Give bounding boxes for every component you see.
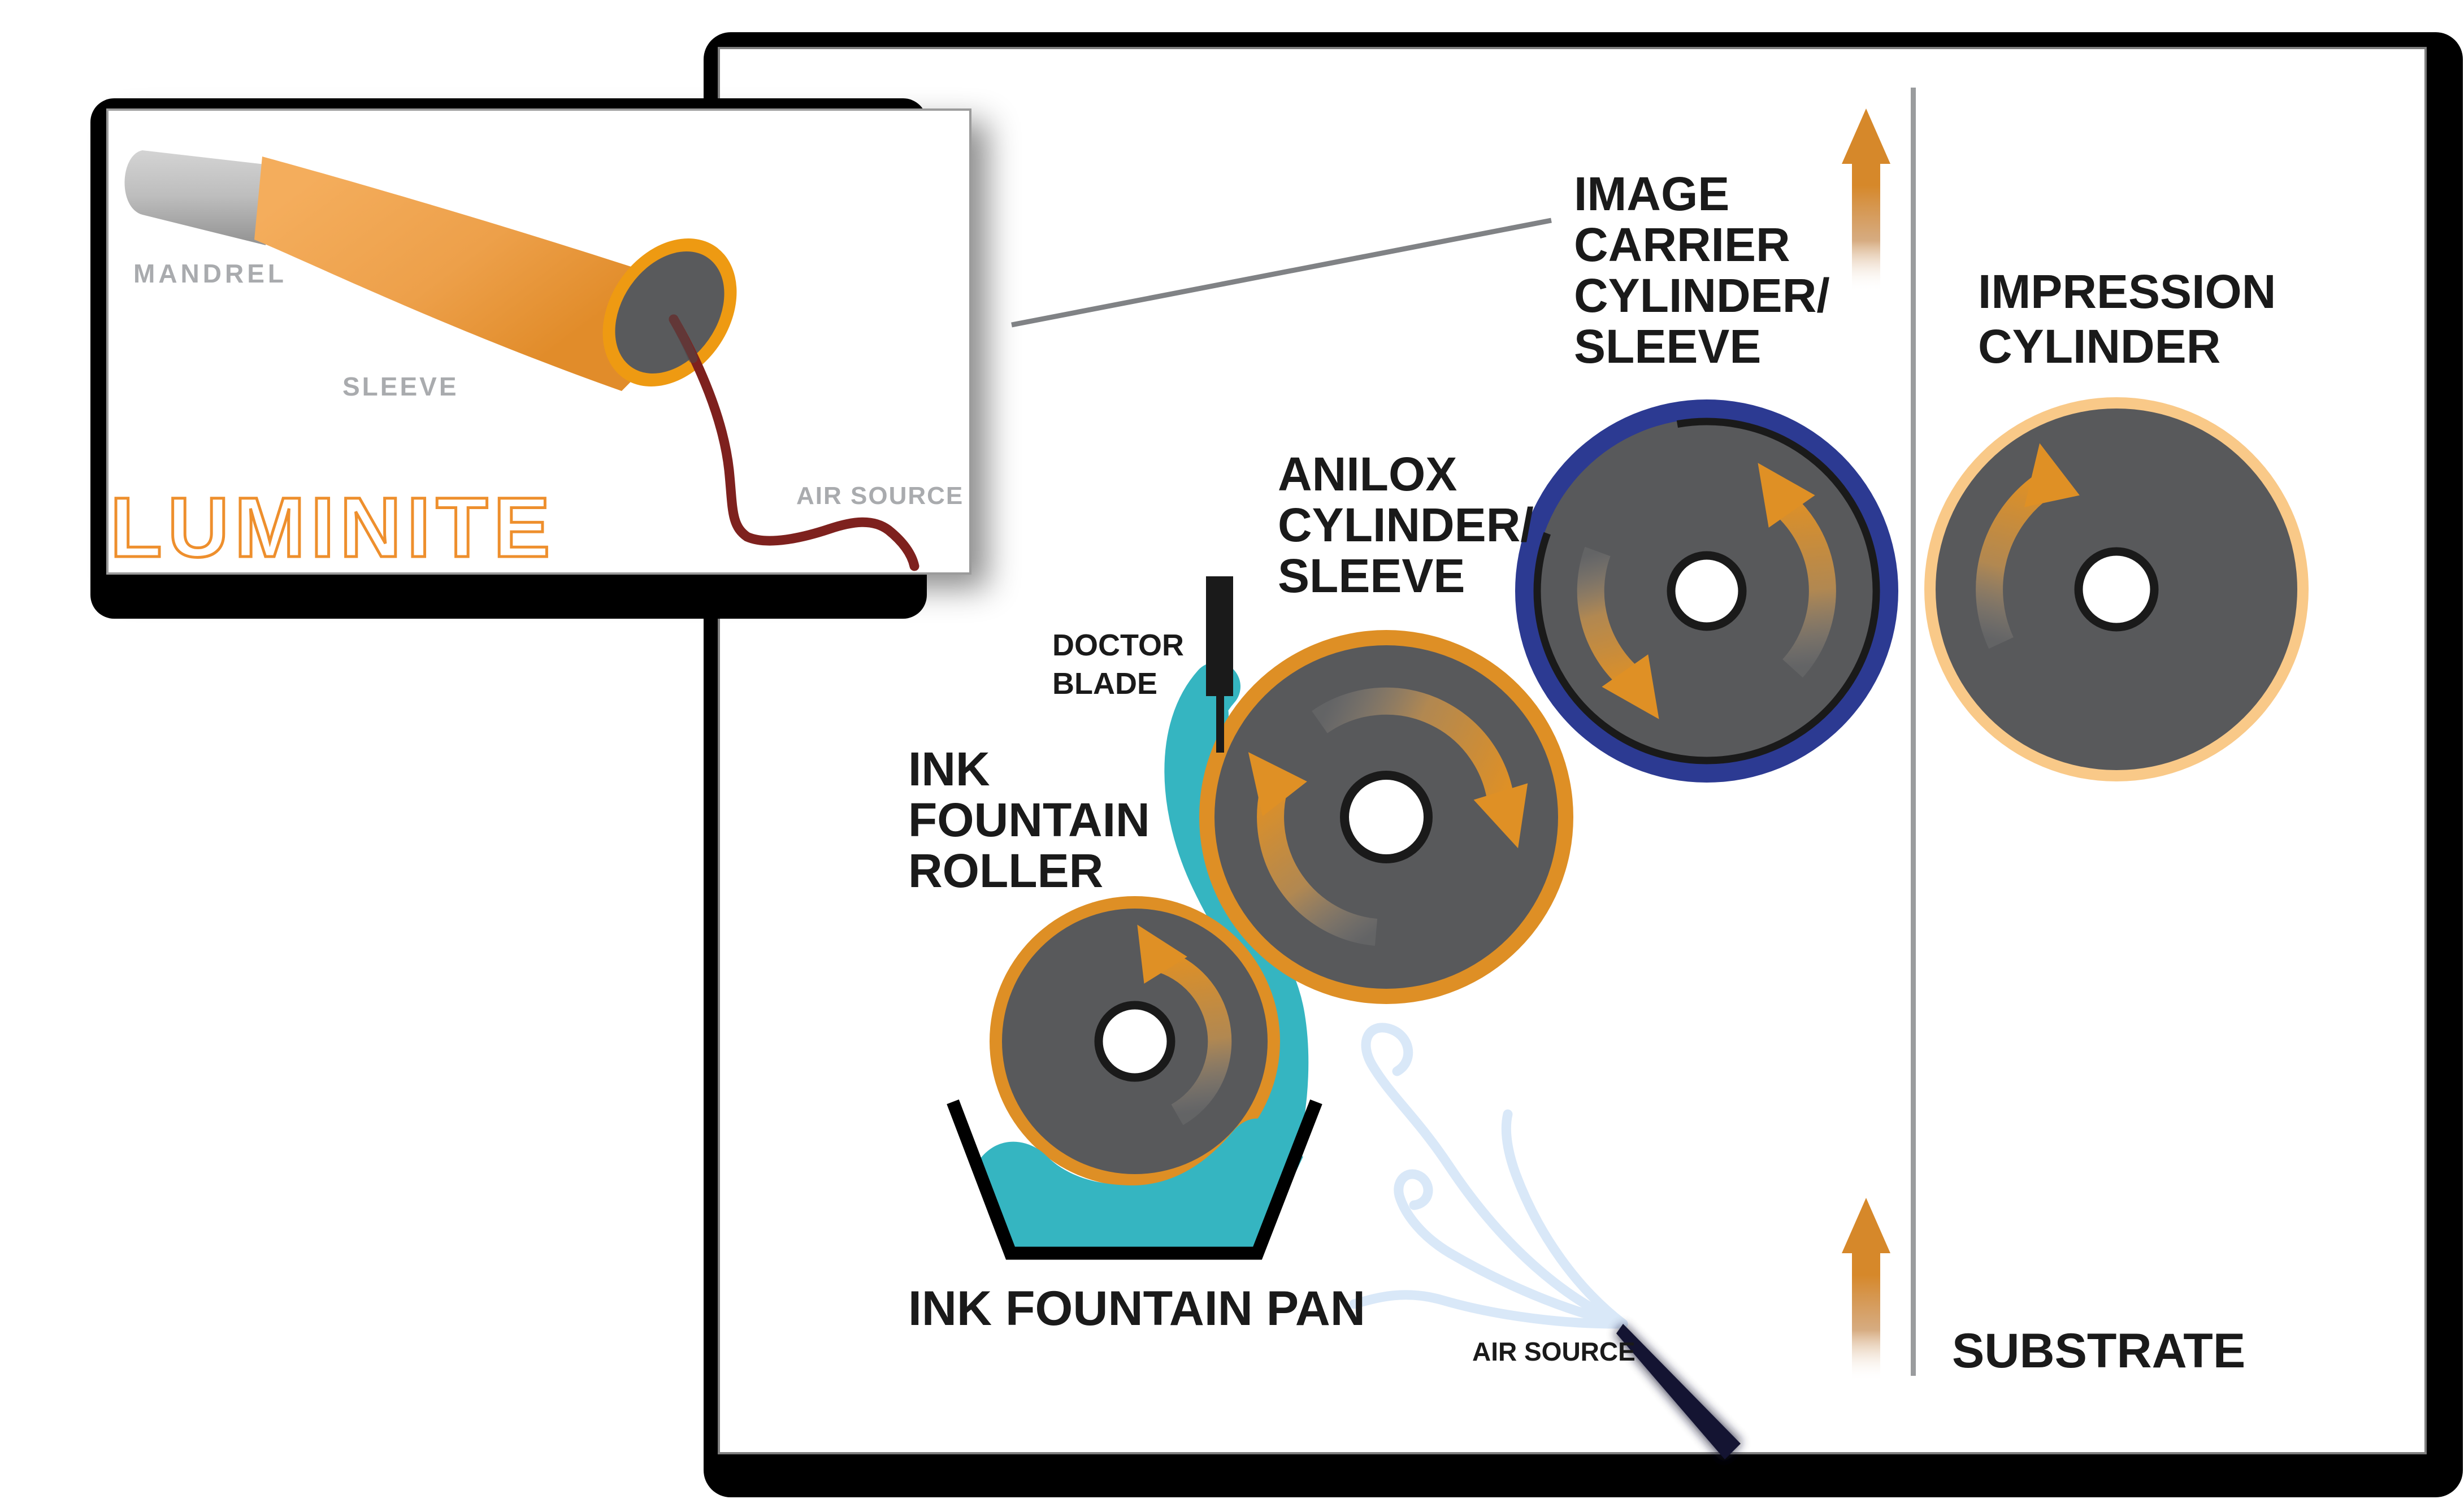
anilox-arrow-top-head	[1473, 783, 1528, 849]
anilox-arrow-bottom	[1257, 783, 1378, 946]
sleeve-label: SLEEVE	[342, 372, 459, 401]
pan-ink-fill	[977, 1118, 1303, 1249]
doctor-blade-holder	[1206, 576, 1233, 696]
air-source	[1349, 1023, 1742, 1461]
substrate-label: SUBSTRATE	[1952, 1324, 2245, 1378]
substrate-arrow-bottom	[1842, 1198, 1890, 1381]
anilox-arrow-bottom-head	[1248, 752, 1307, 816]
doctor-blade	[1206, 576, 1233, 753]
luminite-logo: LUMINITE	[110, 480, 556, 575]
labels: IMAGE CARRIER CYLINDER/ SLEEVE IMPRESSIO…	[908, 167, 2276, 1378]
image-carrier-arrow-right	[1769, 489, 1836, 678]
fountain-roller-arrow-head	[1137, 924, 1187, 984]
fountain-roller-arrow	[1153, 948, 1232, 1126]
fountain-roller-label-line3: ROLLER	[908, 844, 1103, 897]
air-swirl-top	[1361, 1023, 1628, 1329]
pan-walls	[947, 1099, 1322, 1260]
substrate-line	[1911, 88, 1916, 1376]
image-carrier-label-line4: SLEEVE	[1574, 320, 1761, 373]
ink-fountain-pan	[947, 1099, 1322, 1260]
image-carrier-plate-arc	[1533, 418, 1880, 764]
ink-fountain-pan-label: INK FOUNTAIN PAN	[908, 1281, 1365, 1336]
impression-label-line2: CYLINDER	[1978, 320, 2220, 373]
anilox-arrow-top	[1312, 687, 1515, 809]
air-hose	[669, 314, 919, 571]
image-carrier-label-line2: CARRIER	[1574, 218, 1790, 271]
anilox-hub	[1340, 771, 1433, 863]
leader-line	[1011, 218, 1552, 328]
impression-label-line1: IMPRESSION	[1978, 265, 2276, 318]
substrate-arrow-top	[1842, 108, 1890, 292]
doctor-blade-label-line2: BLADE	[1052, 667, 1157, 701]
air-nozzle	[1616, 1324, 1741, 1459]
impression-arrow	[1976, 474, 2052, 649]
mandrel-rod	[124, 150, 270, 245]
doctor-blade-edge	[1216, 696, 1224, 753]
mandrel-label: MANDREL	[133, 259, 287, 288]
inset-air-source-label: AIR SOURCE	[796, 482, 964, 510]
sleeve-end-core	[615, 251, 725, 374]
fountain-roller-hub	[1094, 1001, 1175, 1082]
air-hose-shadow	[669, 314, 698, 363]
impression-arrow-head	[2024, 443, 2080, 507]
anilox-label-line1: ANILOX	[1278, 447, 1457, 501]
anilox-label-line2: CYLINDER/	[1278, 498, 1534, 551]
inset-panel: MANDREL SLEEVE AIR SOURCE LUMINITE	[90, 98, 971, 619]
sleeve-illustration	[254, 157, 919, 571]
impression-hub	[2074, 547, 2159, 632]
doctor-blade-label-line1: DOCTOR	[1052, 628, 1184, 662]
image-carrier-arrow-right-head	[1758, 463, 1815, 528]
mandrel-illustration	[124, 150, 270, 245]
air-source-label: AIR SOURCE	[1472, 1337, 1636, 1366]
air-swirls	[1349, 1023, 1628, 1329]
image-carrier-hub	[1667, 551, 1747, 631]
air-swirl-mid	[1394, 1169, 1628, 1329]
fountain-roller-label-line1: INK	[908, 742, 990, 796]
image-carrier-arrow-left	[1577, 546, 1645, 693]
air-swirl-bottom	[1349, 1290, 1628, 1329]
air-swirl-upper-mid	[1501, 1109, 1628, 1329]
fountain-roller-label-line2: FOUNTAIN	[908, 793, 1150, 846]
image-carrier-label-line3: CYLINDER/	[1574, 269, 1830, 322]
image-carrier-label-line1: IMAGE	[1574, 167, 1729, 220]
rotation-arrows	[1137, 443, 2080, 1126]
anilox-label-line3: SLEEVE	[1278, 549, 1465, 602]
sleeve-body	[254, 157, 717, 391]
image-carrier-arrow-left-head	[1602, 654, 1659, 719]
